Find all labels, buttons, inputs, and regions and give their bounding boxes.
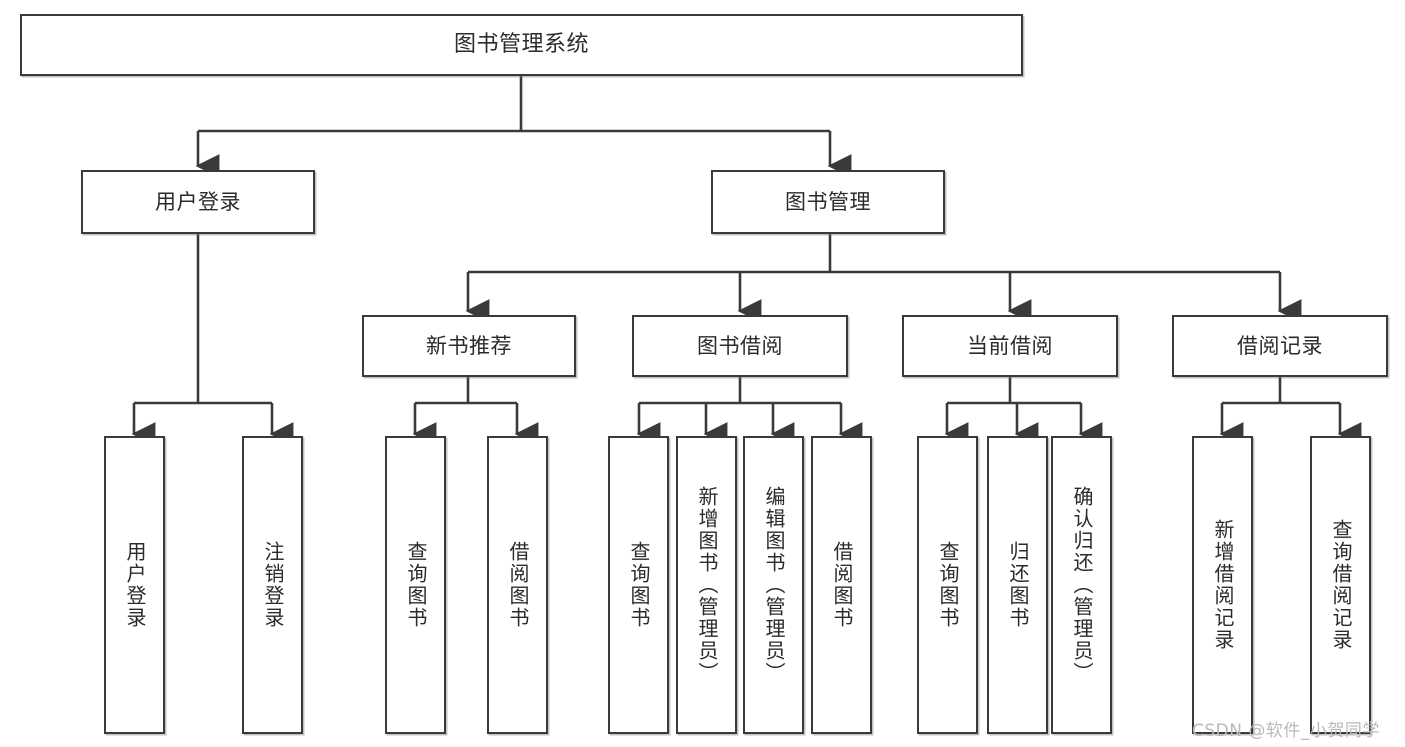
leaf-borrow-borrow-book[interactable]: 借阅图书 <box>811 436 872 734</box>
node-label: 注销登录 <box>261 541 285 629</box>
leaf-current-return-book[interactable]: 归还图书 <box>987 436 1048 734</box>
node-user-login[interactable]: 用户登录 <box>81 170 315 234</box>
leaf-user-logout[interactable]: 注销登录 <box>242 436 303 734</box>
node-label: 新增图书（管理员） <box>695 486 719 684</box>
node-label: 查询图书 <box>404 541 428 629</box>
node-label: 新书推荐 <box>426 333 512 358</box>
node-label: 确认归还（管理员） <box>1070 486 1094 684</box>
node-label: 归还图书 <box>1006 541 1030 629</box>
node-current-borrow[interactable]: 当前借阅 <box>902 315 1118 377</box>
node-label: 当前借阅 <box>967 333 1053 358</box>
node-label: 借阅图书 <box>506 541 530 629</box>
node-label: 用户登录 <box>155 189 241 214</box>
node-root-system[interactable]: 图书管理系统 <box>20 14 1023 76</box>
node-label: 借阅图书 <box>830 541 854 629</box>
leaf-user-login[interactable]: 用户登录 <box>104 436 165 734</box>
watermark: CSDN @软件_小贺同学 <box>1192 721 1380 741</box>
leaf-record-query-record[interactable]: 查询借阅记录 <box>1310 436 1371 734</box>
node-label: 借阅记录 <box>1237 333 1323 358</box>
node-label: 新增借阅记录 <box>1211 519 1235 651</box>
node-label: 图书借阅 <box>697 333 783 358</box>
leaf-recommend-query-book[interactable]: 查询图书 <box>385 436 446 734</box>
leaf-current-query-book[interactable]: 查询图书 <box>917 436 978 734</box>
node-label: 编辑图书（管理员） <box>762 486 786 684</box>
leaf-recommend-borrow-book[interactable]: 借阅图书 <box>487 436 548 734</box>
node-label: 图书管理 <box>785 189 871 214</box>
node-borrow-record[interactable]: 借阅记录 <box>1172 315 1388 377</box>
node-label: 用户登录 <box>123 541 147 629</box>
node-book-borrow[interactable]: 图书借阅 <box>632 315 848 377</box>
node-new-book-recommend[interactable]: 新书推荐 <box>362 315 576 377</box>
node-label: 查询图书 <box>627 541 651 629</box>
leaf-record-add-record[interactable]: 新增借阅记录 <box>1192 436 1253 734</box>
node-book-management[interactable]: 图书管理 <box>711 170 945 234</box>
node-label: 查询借阅记录 <box>1329 519 1353 651</box>
node-label: 图书管理系统 <box>453 32 589 58</box>
leaf-borrow-add-book-admin[interactable]: 新增图书（管理员） <box>676 436 737 734</box>
leaf-current-confirm-return-admin[interactable]: 确认归还（管理员） <box>1051 436 1112 734</box>
node-label: 查询图书 <box>936 541 960 629</box>
leaf-borrow-query-book[interactable]: 查询图书 <box>608 436 669 734</box>
leaf-borrow-edit-book-admin[interactable]: 编辑图书（管理员） <box>743 436 804 734</box>
